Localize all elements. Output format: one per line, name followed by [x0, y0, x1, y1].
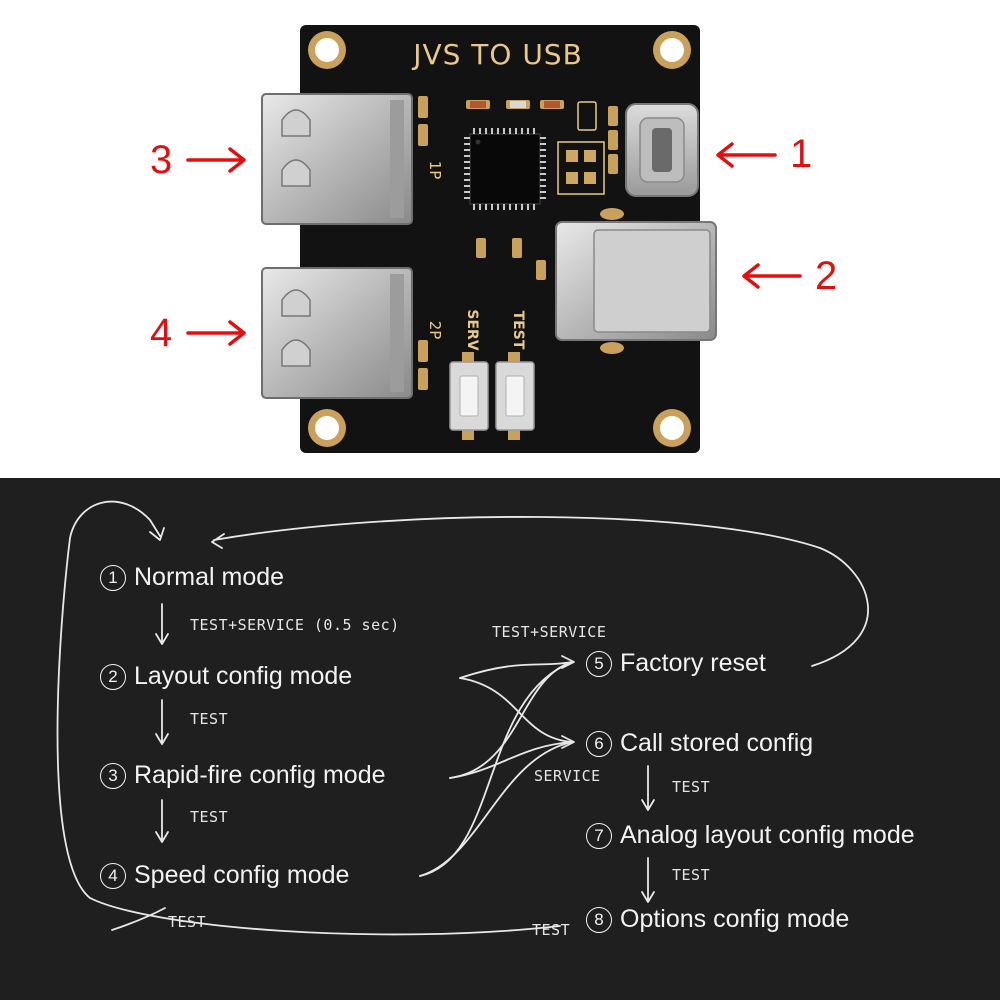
mode-flow-diagram: 1 Normal mode 2 Layout config mode 3 Rapid-…: [0, 478, 1000, 1000]
mode-label: Rapid-fire config mode: [134, 761, 386, 789]
mode-number: 2: [100, 664, 126, 690]
transition-label: TEST+SERVICE: [492, 623, 607, 641]
mounting-hole-icon: [308, 31, 691, 447]
service-button: [449, 352, 489, 440]
transition-label: TEST: [672, 866, 711, 884]
transition-label: TEST: [168, 913, 207, 931]
callout-arrow-1-icon: [716, 142, 777, 168]
mode-label: Analog layout config mode: [620, 821, 915, 849]
arrow-1-to-2: [155, 603, 169, 645]
transition-label: TEST: [532, 921, 571, 939]
callout-arrow-3-icon: [186, 147, 246, 173]
transition-label: TEST+SERVICE (0.5 sec): [190, 616, 400, 634]
mode-number: 4: [100, 863, 126, 889]
pin-header: [557, 141, 605, 195]
mode-factory-reset: 5 Factory reset: [586, 648, 766, 678]
product-photo: JVS TO USB 1P 2P: [0, 0, 1000, 478]
curve-layout-to-reset: [459, 661, 573, 679]
mode-number: 6: [586, 731, 612, 757]
mode-rapid-fire-config: 3 Rapid-fire config mode: [100, 760, 386, 790]
line-speed-to-loop: [111, 907, 166, 931]
arrow-2-to-3: [155, 699, 169, 745]
usb-a-port-2p: [261, 267, 413, 399]
arrow-loop-to-normal: [56, 500, 561, 936]
arrow-6-to-7: [641, 765, 655, 811]
curve-layout-to-stored: [459, 677, 573, 743]
curve-speed-to-stored: [419, 741, 573, 877]
usb-b-port: [555, 208, 717, 354]
mode-label: Speed config mode: [134, 861, 350, 889]
mode-speed-config: 4 Speed config mode: [100, 860, 349, 890]
pcb-illustration: JVS TO USB 1P 2P: [186, 25, 802, 453]
mode-number: 7: [586, 823, 612, 849]
mode-layout-config: 2 Layout config mode: [100, 661, 352, 691]
transition-label: SERVICE: [534, 767, 601, 785]
arrow-reset-to-normal: [211, 516, 869, 667]
smd-components: [418, 96, 618, 390]
arrow-3-to-4: [155, 799, 169, 843]
callout-2: 2: [815, 254, 838, 298]
mode-label: Call stored config: [620, 729, 814, 757]
label-1p: 1P: [426, 161, 444, 180]
label-2p: 2P: [426, 321, 444, 340]
mode-number: 8: [586, 907, 612, 933]
mode-number: 3: [100, 763, 126, 789]
curve-rapid-to-stored: [449, 741, 573, 779]
mode-number: 5: [586, 651, 612, 677]
callout-4: 4: [150, 311, 173, 355]
callout-3: 3: [150, 138, 173, 182]
mode-call-stored-config: 6 Call stored config: [586, 728, 813, 758]
mode-options-config: 8 Options config mode: [586, 904, 849, 934]
transition-label: TEST: [190, 710, 229, 728]
microcontroller-chip: [464, 128, 546, 210]
usb-c-port: [625, 103, 699, 197]
flow-lines: [56, 500, 869, 936]
arrow-7-to-8: [641, 857, 655, 903]
callout-arrow-4-icon: [186, 320, 246, 346]
transition-label: TEST: [190, 808, 229, 826]
mode-label: Factory reset: [620, 649, 766, 677]
mode-label: Options config mode: [620, 905, 850, 933]
mode-label: Normal mode: [134, 563, 285, 591]
callout-1: 1: [790, 132, 813, 176]
mode-normal: 1 Normal mode: [100, 562, 284, 592]
usb-a-port-1p: [261, 93, 413, 225]
mode-analog-layout-config: 7 Analog layout config mode: [586, 820, 915, 850]
test-button: [495, 352, 535, 440]
transition-label: TEST: [672, 778, 711, 796]
label-serv: SERV: [464, 309, 480, 350]
callout-arrow-2-icon: [742, 263, 802, 289]
arrowhead-reset: [561, 655, 575, 669]
mode-label: Layout config mode: [134, 662, 353, 690]
board-title: JVS TO USB: [411, 38, 583, 71]
label-test: TEST: [510, 311, 526, 350]
mode-number: 1: [100, 565, 126, 591]
arrowhead-stored: [561, 735, 575, 749]
